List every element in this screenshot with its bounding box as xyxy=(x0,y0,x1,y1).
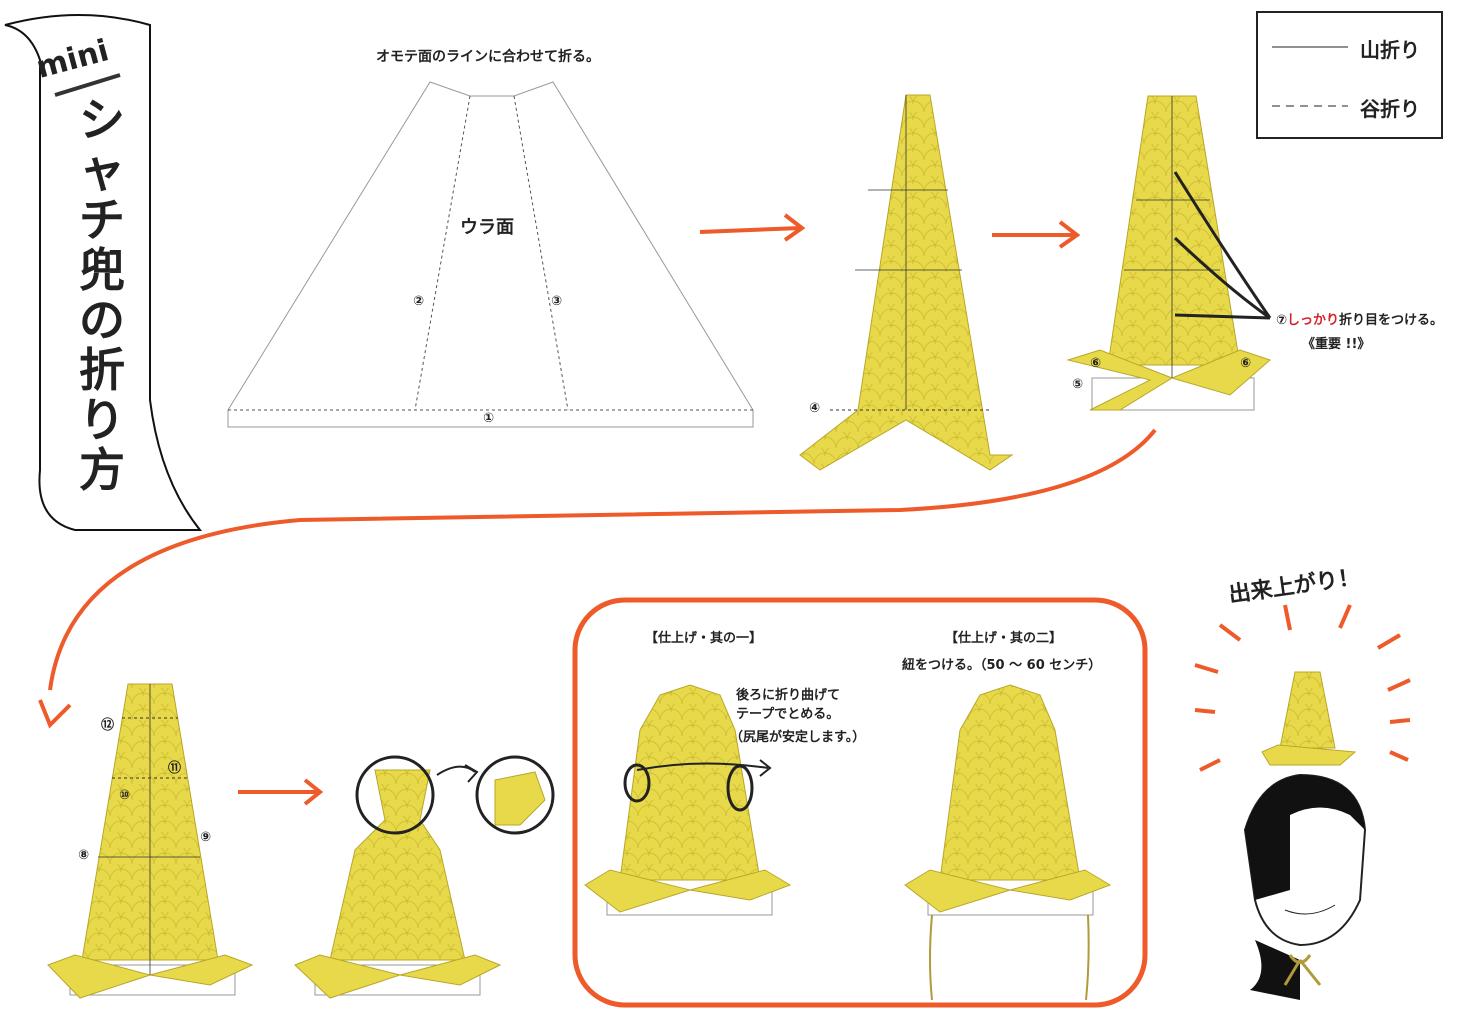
finish2-note: 紐をつける。（50 ～ 60 センチ） xyxy=(902,658,1102,673)
fold-number: ⑫ xyxy=(101,718,115,733)
back-side-label: ウラ面 xyxy=(460,217,514,238)
fold-number: ④ xyxy=(809,401,821,416)
step1-instruction: オモテ面のラインに合わせて折る。 xyxy=(376,49,600,65)
step3-note: ⑦しっかり折り目をつける。 xyxy=(1276,309,1443,328)
step-arrows xyxy=(38,213,1157,1008)
fold-number: ③ xyxy=(551,294,563,309)
finish1-line2: テープでとめる。 xyxy=(736,707,840,722)
note-text: 折り目をつける。 xyxy=(1339,313,1444,328)
step1-sheet xyxy=(227,81,754,428)
fold-number: ⑦ xyxy=(1276,313,1288,328)
step3-cone xyxy=(1066,95,1272,411)
legend-mountain-label: 山折り xyxy=(1360,38,1420,62)
fold-number: ⑪ xyxy=(168,761,182,776)
step5-cone xyxy=(294,755,555,999)
fold-number: ⑩ xyxy=(119,788,131,803)
fold-number: ⑧ xyxy=(78,848,90,863)
legend-box xyxy=(1256,11,1443,139)
finish2-heading: 【仕上げ・其の二】 xyxy=(945,631,1063,646)
fold-number: ① xyxy=(483,411,495,426)
fold-number: ⑨ xyxy=(200,830,212,845)
note-emphasis: しっかり xyxy=(1287,313,1340,328)
step2-cone xyxy=(799,94,1014,471)
finished-illustration xyxy=(1194,604,1411,1000)
fold-number: ⑥ xyxy=(1240,356,1252,371)
fold-number: ⑥ xyxy=(1090,356,1102,371)
title-banner xyxy=(4,14,203,531)
finish1-line3: （尻尾が安定します。） xyxy=(730,730,866,745)
fold-number: ⑤ xyxy=(1072,377,1084,392)
fold-number: ② xyxy=(413,294,425,309)
finish2-cone xyxy=(904,684,1112,1001)
important-label: 《重要 !!》 xyxy=(1302,337,1371,352)
page-title: シャチ兜の折り方 xyxy=(79,93,125,497)
finish1-line1: 後ろに折り曲げて xyxy=(736,688,841,703)
legend-valley-label: 谷折り xyxy=(1360,97,1420,121)
step4-cone xyxy=(47,683,254,999)
finish1-cone xyxy=(584,684,792,916)
finish1-heading: 【仕上げ・其の一】 xyxy=(645,631,763,646)
